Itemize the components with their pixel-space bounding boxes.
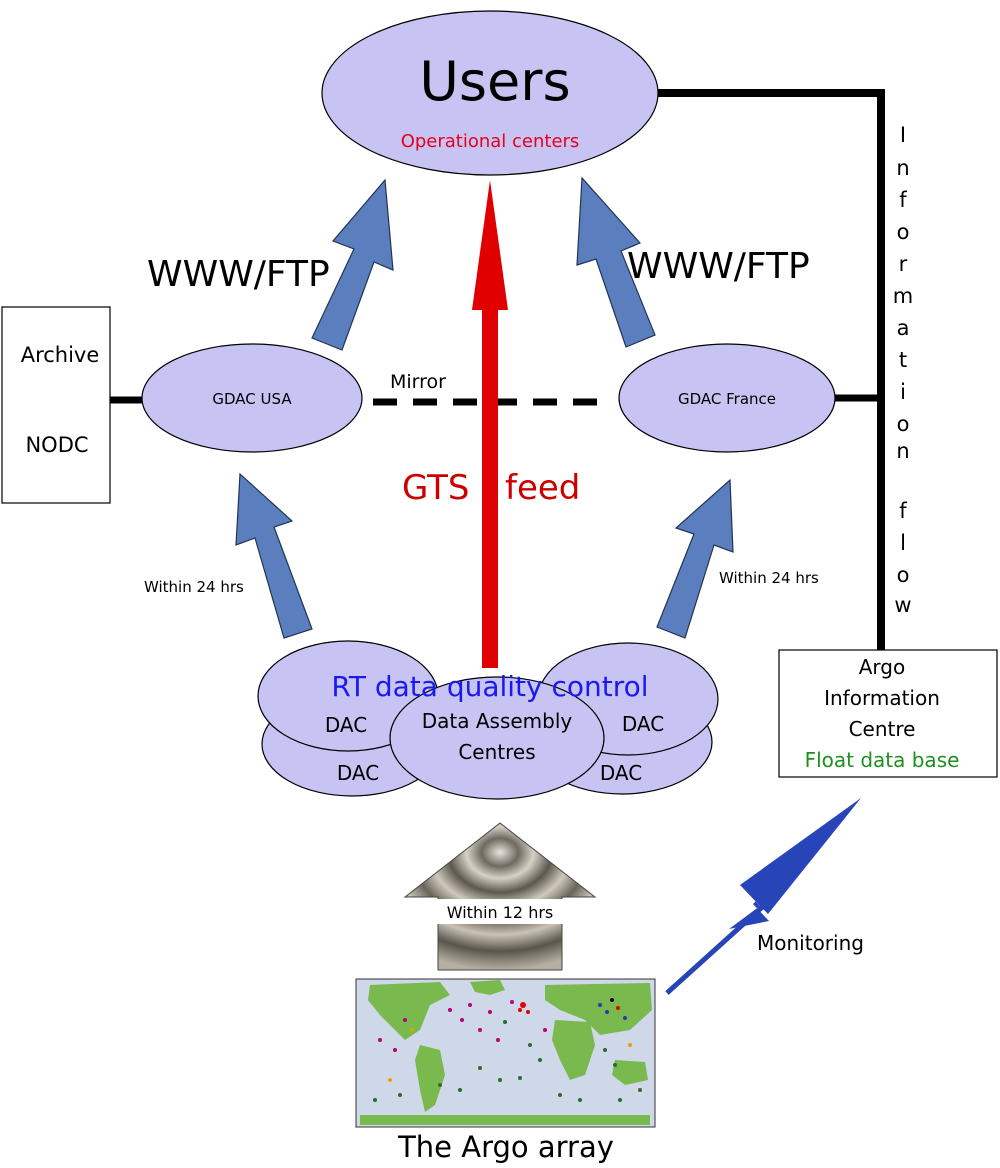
dac-label-left-back: DAC: [337, 761, 379, 785]
info-flow-letter: l: [900, 531, 906, 555]
www-ftp-left-label: WWW/FTP: [147, 254, 330, 295]
aic-line-information: Information: [824, 686, 940, 710]
info-flow-letter: n: [896, 156, 909, 180]
info-flow-letter: I: [900, 123, 906, 147]
info-flow-letter: o: [897, 220, 910, 244]
gts-feed-arrow: [472, 180, 508, 668]
dac-to-gdac-france-arrow: [656, 478, 734, 639]
dac-label-left-front: DAC: [325, 713, 367, 737]
feed-label: feed: [505, 468, 580, 508]
info-flow-letter: w: [894, 593, 911, 617]
info-flow-letter: f: [899, 188, 907, 212]
info-flow-letter: t: [899, 348, 907, 372]
users-node: Users Operational centers: [321, 10, 659, 176]
archive-rect: [1, 306, 111, 504]
aic-float-data-base: Float data base: [805, 748, 960, 772]
argo-array-map: [355, 978, 656, 1128]
archive-label: Archive: [21, 343, 100, 367]
dac-label-right-front: DAC: [622, 712, 664, 736]
within-12-label-bg: [432, 899, 568, 924]
www-ftp-arrow-right: [576, 176, 656, 348]
within-12-label: Within 12 hrs: [447, 903, 554, 922]
dac-cluster: DAC DAC DAC DAC: [257, 640, 719, 800]
within-24-left-label: Within 24 hrs: [144, 578, 244, 596]
gts-label: GTS: [402, 468, 470, 508]
information-flow-text: I n f o r m a t i o n f l o w: [893, 123, 913, 617]
within-24-right-label: Within 24 hrs: [719, 569, 819, 587]
argo-information-centre-box: Argo Information Centre Float data base: [778, 649, 998, 778]
gdac-usa-ellipse: [141, 343, 363, 453]
info-flow-letter: n: [896, 439, 909, 463]
gdac-france-label: GDAC France: [678, 390, 776, 408]
nodc-label: NODC: [25, 433, 88, 457]
within-12-hrs-arrow: Within 12 hrs: [403, 822, 597, 971]
www-ftp-arrow-left: [311, 178, 394, 351]
centres-label: Centres: [458, 740, 535, 764]
gdac-france-ellipse: [618, 343, 836, 453]
users-title: Users: [419, 50, 570, 113]
www-ftp-right-label: WWW/FTP: [627, 246, 810, 287]
map-floats: [373, 998, 642, 1102]
info-flow-letter: i: [900, 380, 906, 404]
data-assembly-label: Data Assembly: [422, 709, 573, 733]
aic-line-argo: Argo: [859, 655, 905, 679]
info-flow-letter: a: [897, 316, 910, 340]
info-flow-letter: r: [899, 252, 908, 276]
rt-data-quality-control-label: RT data quality control: [331, 670, 648, 703]
argo-array-label: The Argo array: [397, 1130, 614, 1164]
archive-box: Archive NODC: [1, 306, 111, 504]
users-subtitle: Operational centers: [401, 131, 580, 152]
info-flow-letter: o: [897, 412, 910, 436]
information-flow-lines: [110, 89, 885, 650]
monitoring-arrow: [665, 798, 861, 995]
gdac-usa-label: GDAC USA: [212, 390, 292, 408]
dac-label-right-back: DAC: [600, 761, 642, 785]
data-assembly-centres-ellipse: [389, 676, 605, 800]
gdac-usa-node: GDAC USA: [141, 343, 363, 453]
users-ellipse: [321, 10, 659, 176]
info-flow-letter: m: [893, 284, 913, 308]
monitoring-label: Monitoring: [757, 931, 864, 955]
gdac-france-node: GDAC France: [618, 343, 836, 453]
info-flow-letter: o: [897, 563, 910, 587]
map-land: [360, 980, 652, 1125]
mirror-label: Mirror: [390, 371, 446, 393]
dac-to-gdac-usa-arrow: [235, 472, 313, 639]
aic-line-centre: Centre: [849, 717, 916, 741]
info-flow-letter: f: [899, 499, 907, 523]
aic-rect: [778, 649, 998, 778]
